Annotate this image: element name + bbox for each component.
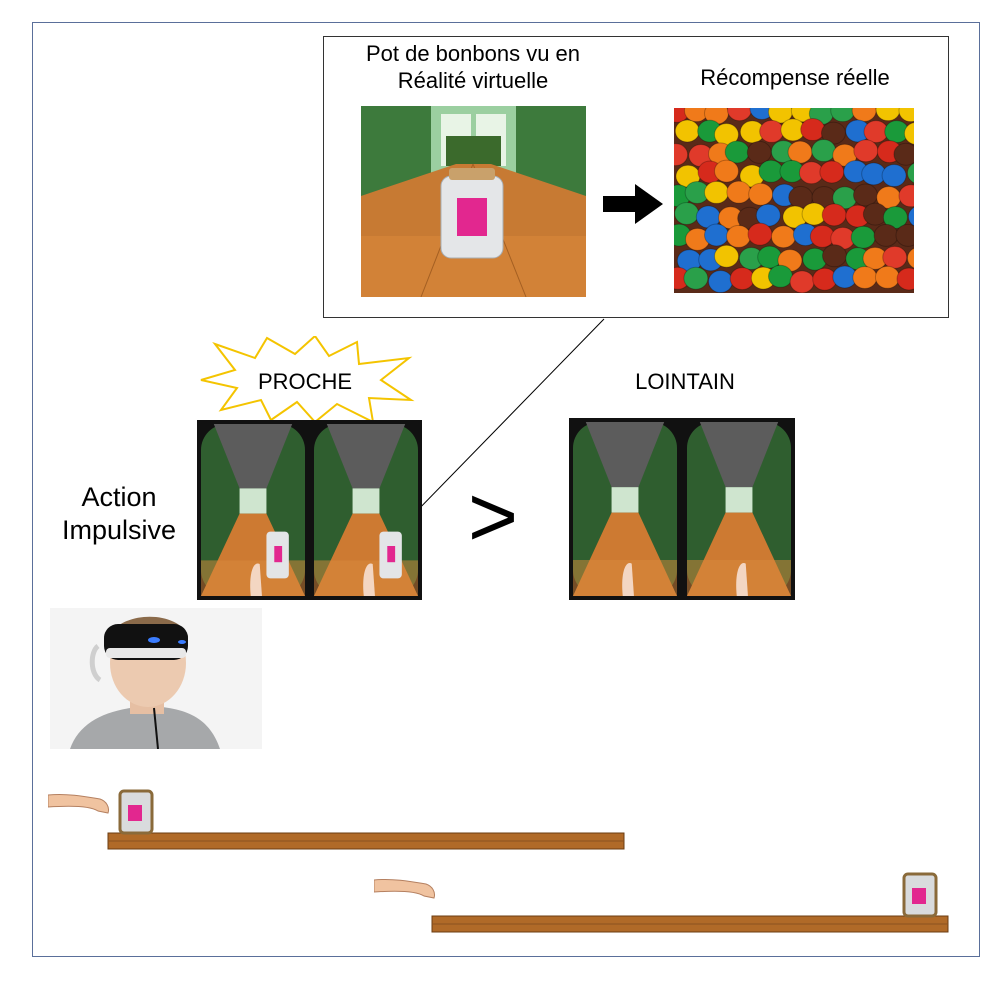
real-reward-label: Récompense réelle bbox=[700, 65, 890, 90]
near-stereo-view bbox=[197, 420, 422, 600]
candy-reward-image bbox=[674, 108, 914, 293]
far-condition-label: LOINTAIN bbox=[635, 369, 735, 394]
greater-than-sign: > bbox=[467, 469, 519, 565]
burst-highlight-icon bbox=[200, 336, 415, 424]
figure-frame bbox=[32, 22, 980, 957]
far-stereo-view bbox=[569, 418, 795, 600]
vr-jar-image bbox=[361, 106, 586, 297]
impulsive-action-label: Action Impulsive bbox=[61, 482, 177, 545]
near-condition-label: PROCHE bbox=[257, 369, 353, 394]
far-setup-illustration bbox=[374, 872, 949, 933]
vr-headset-person-image bbox=[50, 608, 262, 749]
vr-jar-label: Pot de bonbons vu en Réalité virtuelle bbox=[365, 41, 581, 93]
near-setup-illustration bbox=[48, 789, 625, 850]
arrow-right-icon bbox=[603, 184, 663, 224]
